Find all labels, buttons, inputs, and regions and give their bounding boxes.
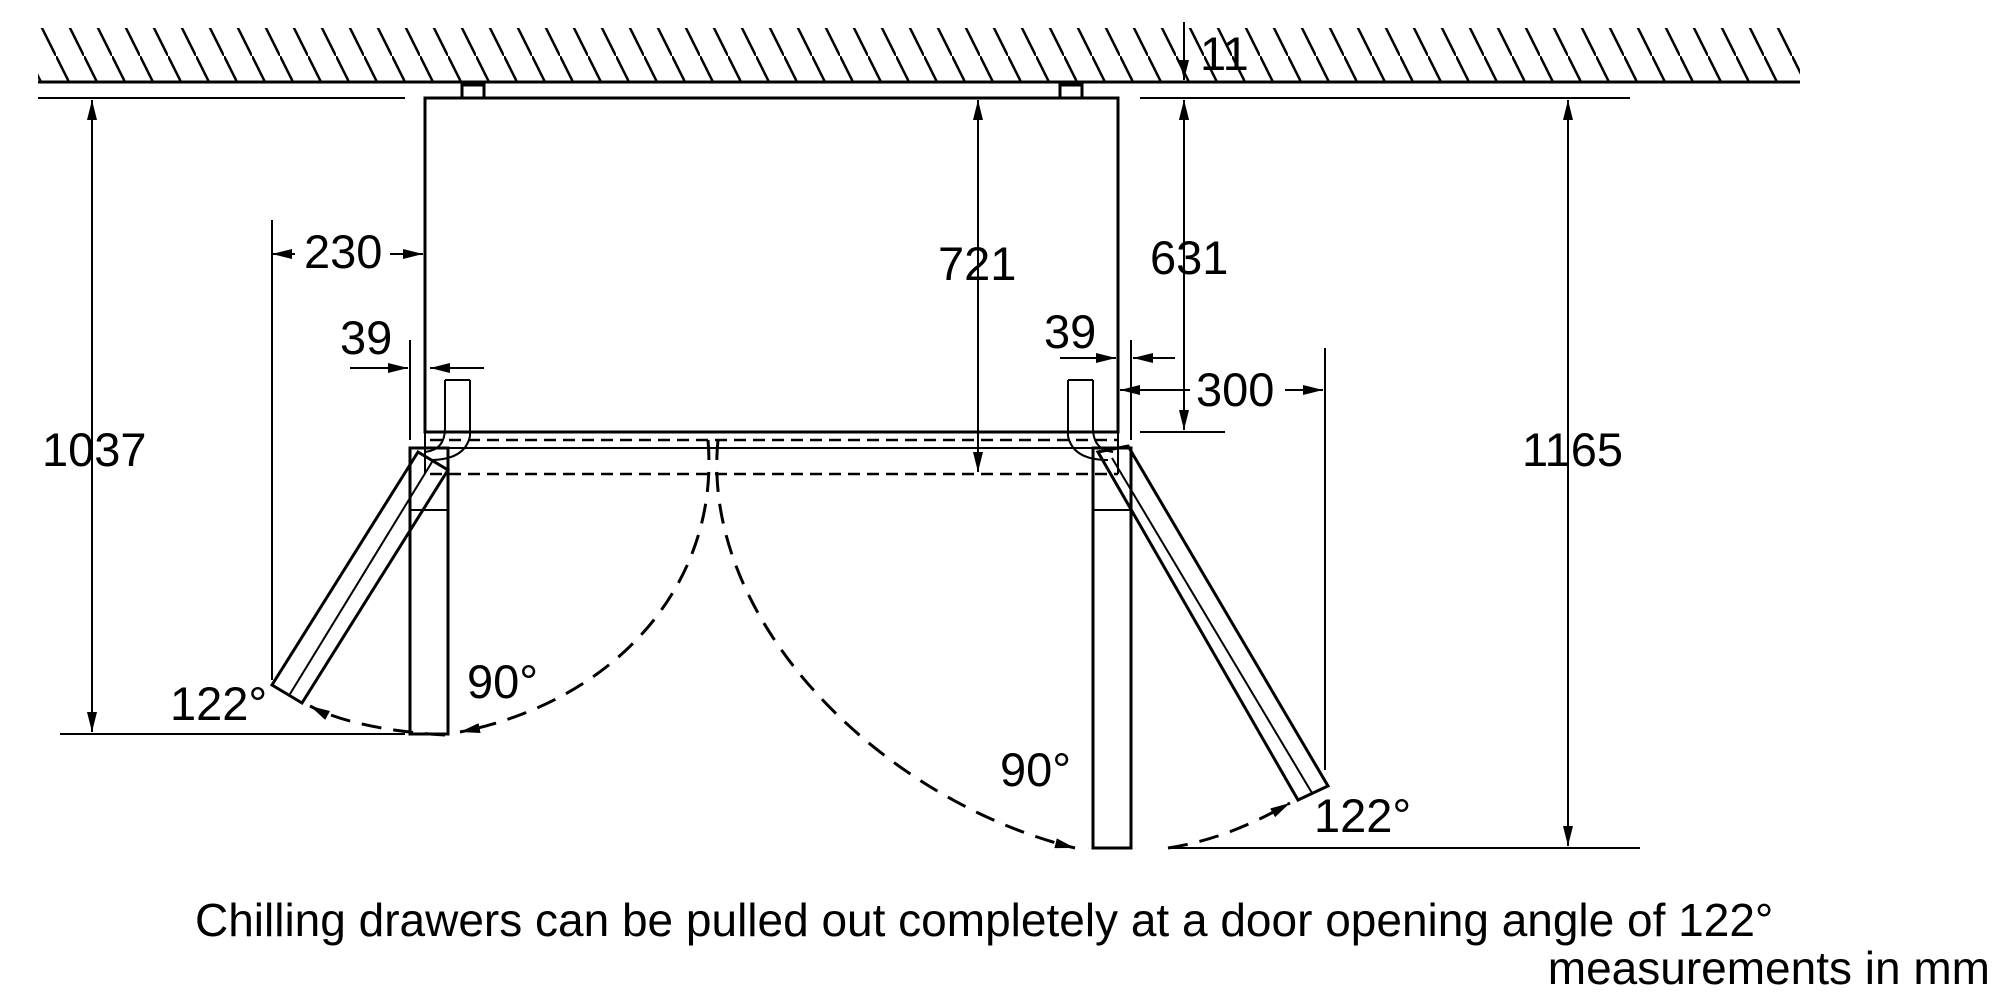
wall xyxy=(38,28,1800,84)
left-clearance-label: 230 xyxy=(304,225,382,278)
dimension-lines xyxy=(38,22,1640,849)
door-swing-arcs xyxy=(309,439,1291,850)
left-hinge-offset-label: 39 xyxy=(340,311,392,364)
right-angle-122-label: 122° xyxy=(1314,789,1411,842)
refrigerator-cabinet xyxy=(423,83,1120,476)
right-angle-90-label: 90° xyxy=(1000,743,1071,796)
right-height-label: 1165 xyxy=(1522,423,1623,476)
right-hinge-offset-label: 39 xyxy=(1044,305,1096,358)
left-height-label: 1037 xyxy=(42,423,147,476)
right-clearance-label: 300 xyxy=(1196,363,1274,416)
wall-gap-label: 11 xyxy=(1200,27,1249,80)
cabinet-depth-label: 721 xyxy=(938,237,1016,290)
caption: Chilling drawers can be pulled out compl… xyxy=(195,894,1773,946)
right-door xyxy=(1067,379,1331,850)
left-angle-122-label: 122° xyxy=(170,677,267,730)
left-angle-90-label: 90° xyxy=(467,655,538,708)
units-note: measurements in mm xyxy=(1548,942,1990,994)
left-door xyxy=(269,379,471,736)
side-depth-label: 631 xyxy=(1150,231,1228,284)
